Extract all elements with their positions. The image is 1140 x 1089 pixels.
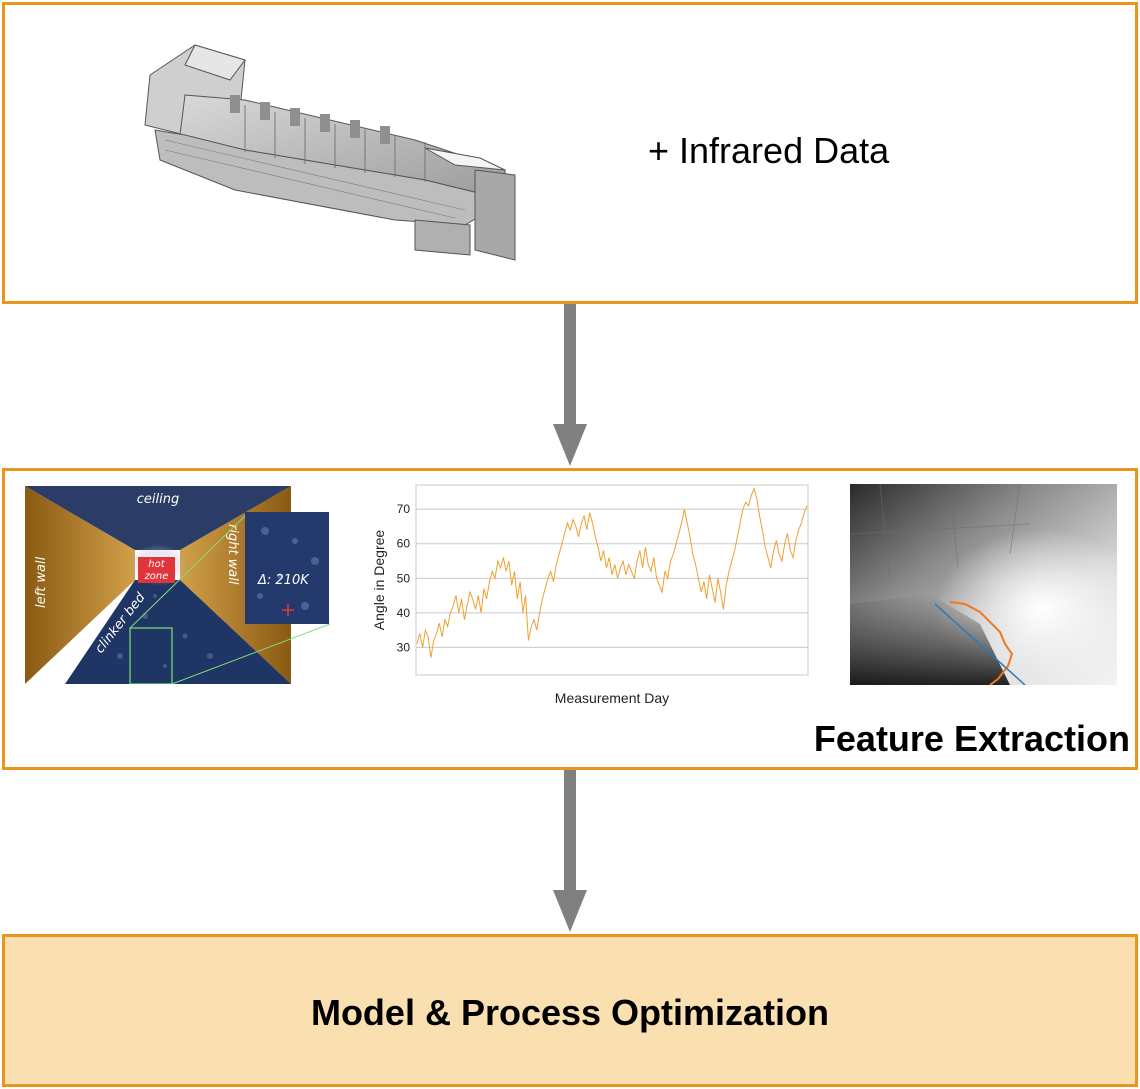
x-axis-label: Measurement Day [555, 690, 669, 706]
y-tick-label: 50 [397, 571, 411, 585]
kiln-cooler-illustration [144, 44, 516, 261]
detected-edge [949, 601, 1014, 685]
thermal-camera-image [850, 484, 1117, 685]
angle-line-chart: 30 40 50 60 70 Measurement Day Angle in Degr… [371, 484, 809, 706]
hot-zone-label-1: hot [148, 559, 165, 570]
feature-extraction-caption: Feature Extraction [813, 718, 1130, 759]
ceiling-label: ceiling [137, 492, 179, 507]
right-wall-label: right wall [225, 524, 240, 585]
kiln-interior-schematic: hot zone ceiling left wall right wall cl… [25, 486, 330, 684]
infrared-data-caption: + Infrared Data [648, 130, 890, 171]
y-tick-label: 60 [397, 537, 411, 551]
y-tick-label: 70 [397, 502, 411, 516]
flow-arrow-2 [553, 770, 587, 932]
y-tick-label: 40 [397, 606, 411, 620]
delta-temperature-label: Δ: 210K [257, 573, 310, 588]
angle-line [934, 603, 1026, 685]
left-wall-label: left wall [34, 556, 49, 608]
hot-zone-label-2: zone [144, 571, 169, 582]
flow-arrow-1 [553, 304, 587, 466]
y-tick-label: 30 [397, 640, 411, 654]
stage-optimization-box [2, 934, 1138, 1087]
angle-series-line [416, 486, 808, 658]
y-axis-label: Angle in Degree [371, 530, 387, 631]
plot-frame [415, 484, 809, 676]
optimization-caption: Model & Process Optimization [310, 992, 830, 1033]
